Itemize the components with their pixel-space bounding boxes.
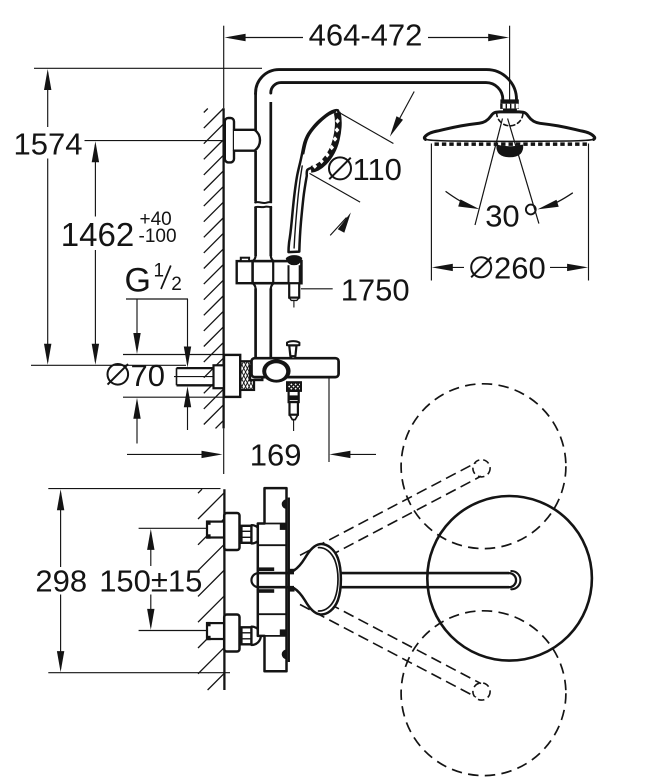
svg-text:298: 298 [35,564,87,599]
svg-text:260: 260 [494,251,546,286]
svg-text:1: 1 [154,261,165,282]
svg-text:169: 169 [250,438,302,473]
svg-text:70: 70 [131,358,165,393]
svg-text:1574: 1574 [14,126,83,161]
svg-text:-100: -100 [139,226,177,247]
svg-text:30: 30 [485,199,519,234]
svg-text:464-472: 464-472 [309,17,423,52]
svg-text:G: G [125,261,151,299]
svg-text:2: 2 [171,274,182,295]
svg-text:+40: +40 [140,209,172,230]
svg-text:1750: 1750 [341,273,410,308]
svg-text:1462: 1462 [61,216,134,253]
svg-text:110: 110 [353,152,402,187]
svg-text:150±15: 150±15 [99,564,202,599]
